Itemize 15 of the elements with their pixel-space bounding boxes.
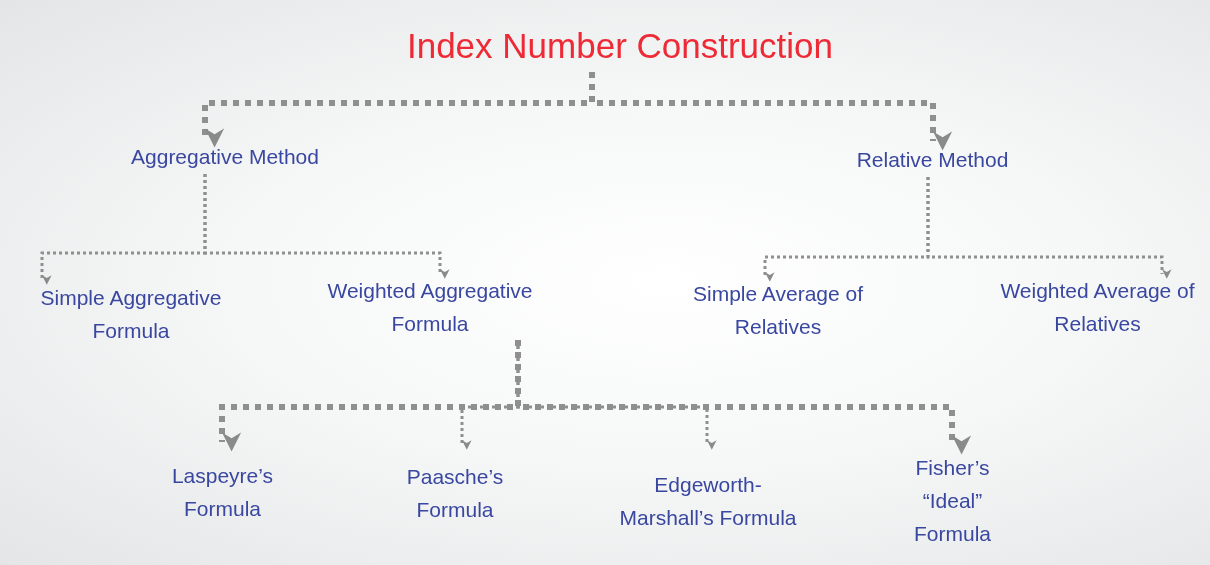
- node-label: Relative Method: [856, 146, 1009, 173]
- node-label: Paasche’s Formula: [405, 463, 505, 523]
- node-label: Aggregative Method: [131, 143, 319, 170]
- node-label: Laspeyre’s Formula: [170, 463, 275, 522]
- node-label: Index Number Construction: [406, 25, 833, 67]
- dashed-arrow: [203, 174, 450, 279]
- node-label: Edgeworth- Marshall’s Formula: [618, 472, 798, 531]
- dashed-arrow: [926, 177, 1172, 279]
- node-label: Simple Average of Relatives: [691, 281, 865, 340]
- node-label: Weighted Aggregative Formula: [326, 278, 534, 337]
- node-label: Simple Aggregative Formula: [39, 285, 223, 344]
- dashed-arrow: [515, 340, 972, 455]
- node-label: Weighted Average of Relatives: [999, 278, 1196, 337]
- dashed-arrow: [589, 72, 953, 151]
- node-label: Fisher’s “Ideal” Formula: [913, 454, 992, 547]
